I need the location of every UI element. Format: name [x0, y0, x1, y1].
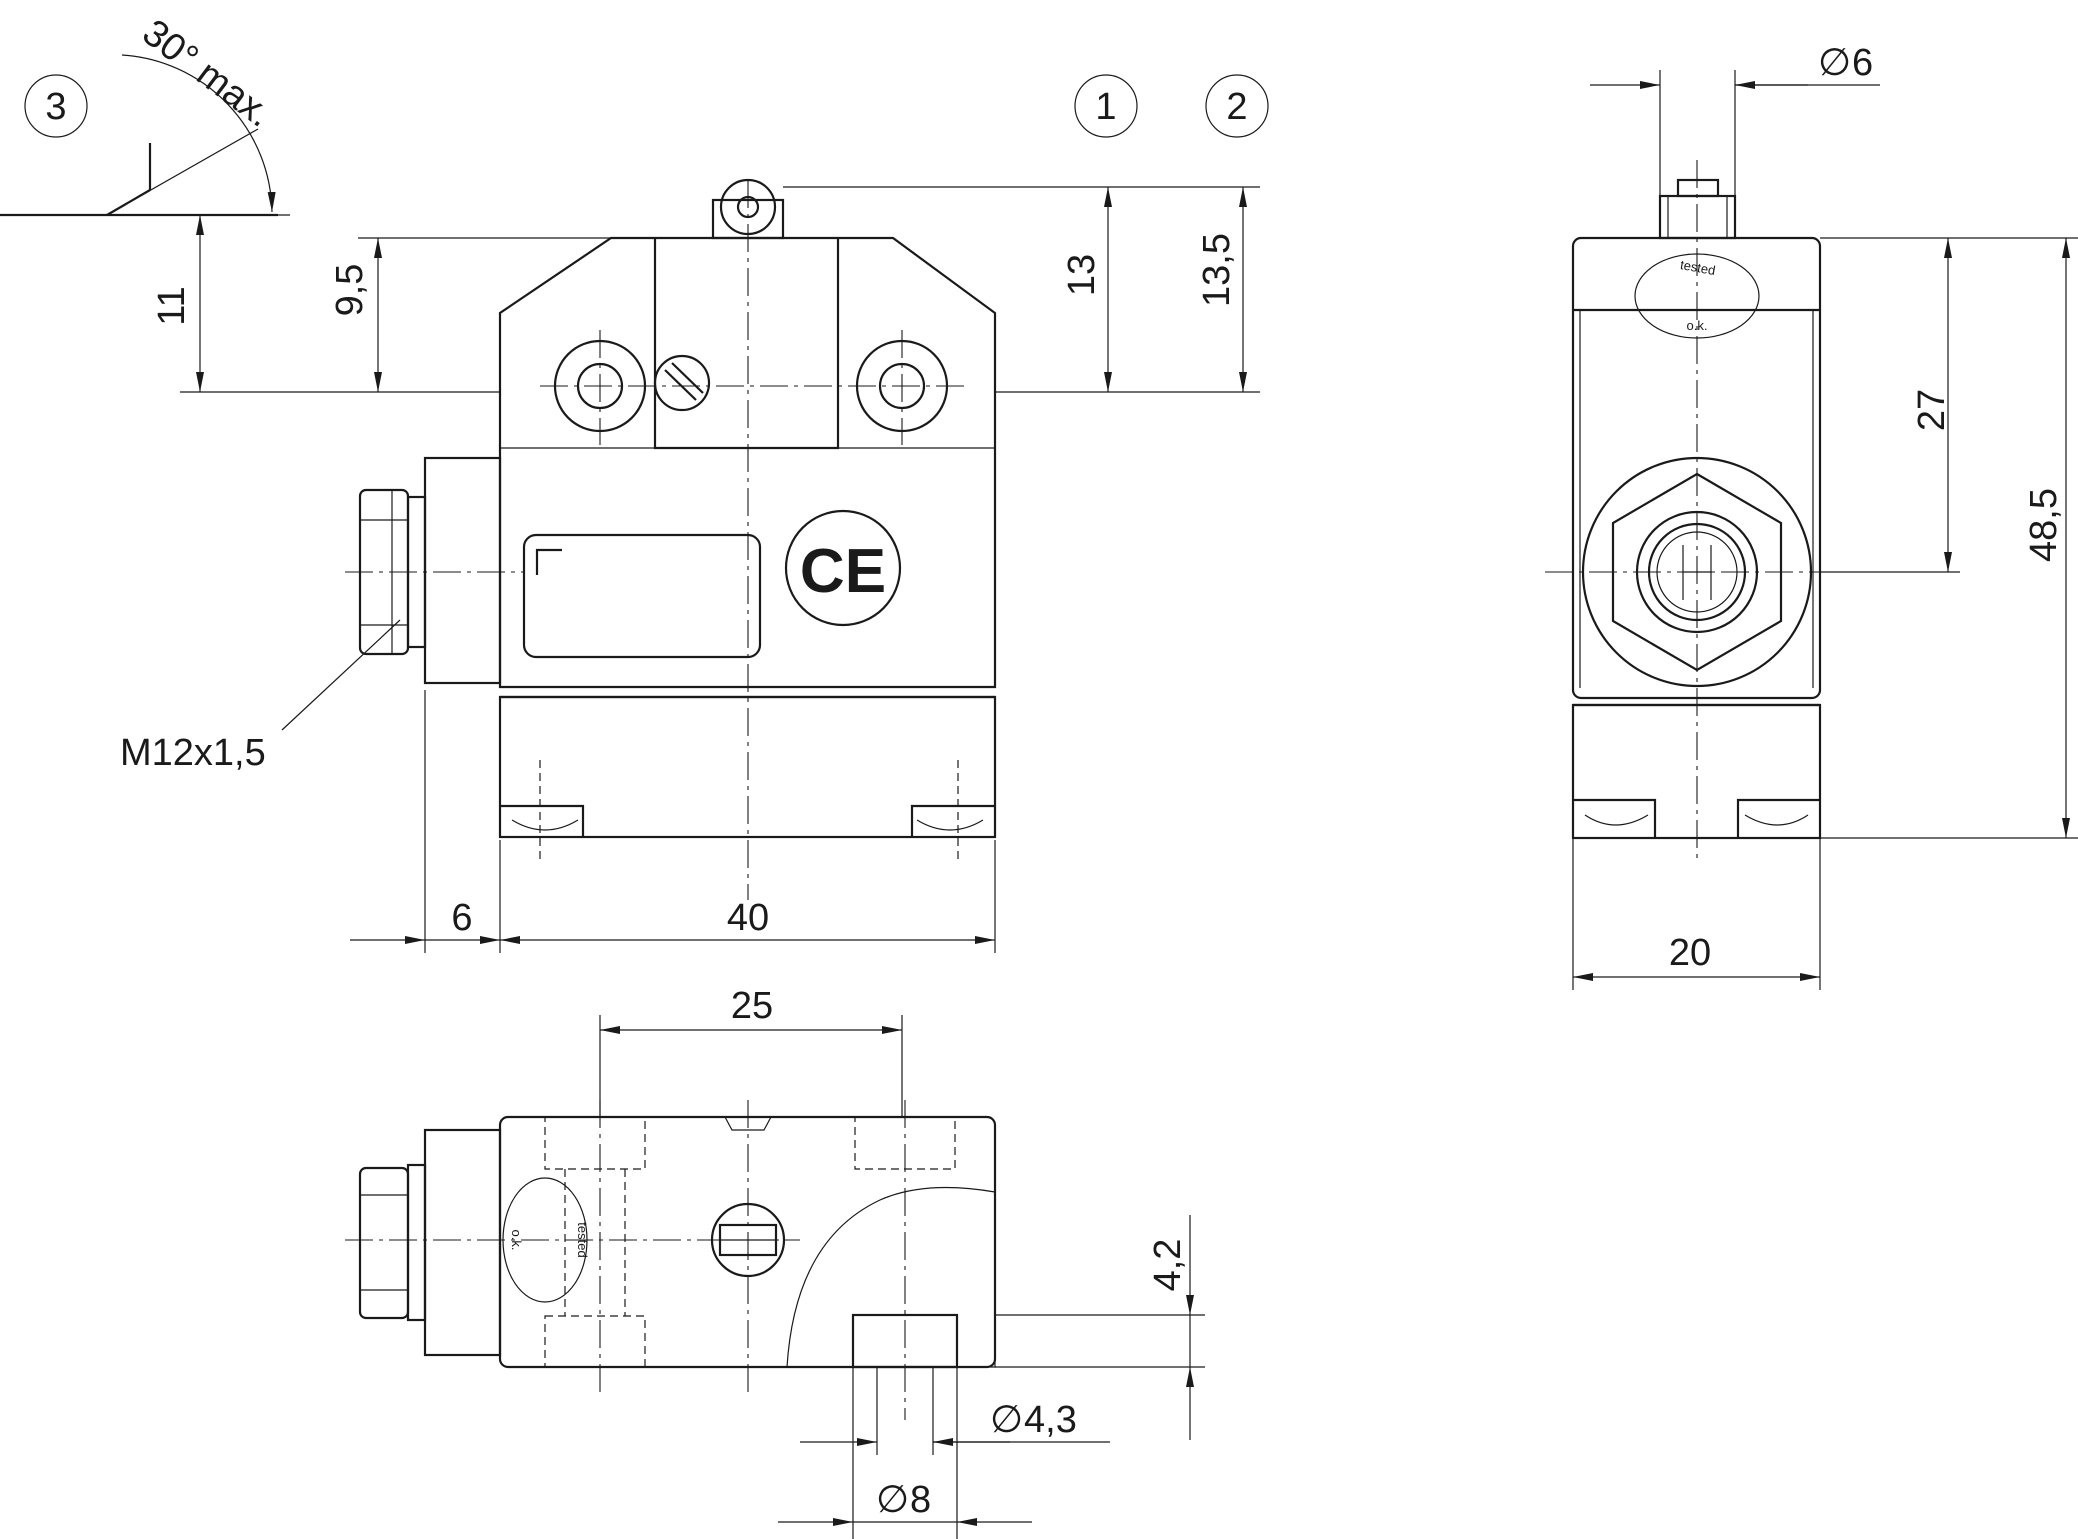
dim-6: 6	[451, 897, 472, 939]
dim-27: 27	[1911, 389, 1953, 431]
thread-label: M12x1,5	[120, 732, 266, 774]
callout-1-label: 1	[1095, 86, 1116, 128]
ce-mark	[784, 509, 902, 627]
callouts-top: 1 2	[1074, 74, 1269, 138]
front-dimensions: 11 9,5 13 13,5 6 40	[151, 186, 1260, 953]
dim-11: 11	[151, 286, 193, 325]
callout-2-label: 2	[1226, 86, 1247, 128]
top-dimensions: 25 4,2 ∅ 4,3 ∅ 8	[599, 985, 1205, 1539]
side-dimensions: ∅ 6 27 48,5 20	[1572, 42, 2078, 990]
phi-6-symbol: ∅	[1818, 42, 1851, 84]
dim-phi-8: 8	[910, 1479, 931, 1521]
dim-40: 40	[727, 897, 769, 939]
side-view: tested o.k.	[1545, 160, 1850, 860]
dim-phi-4-3: 4,3	[1024, 1399, 1077, 1441]
dim-20: 20	[1669, 932, 1711, 974]
dim-13: 13	[1061, 254, 1103, 296]
top-cable-gland	[358, 1128, 502, 1357]
angle-label: 30° max.	[135, 12, 280, 136]
label-window	[522, 533, 762, 659]
dim-9-5: 9,5	[329, 264, 371, 317]
dim-4-2: 4,2	[1147, 1239, 1189, 1292]
ok-text: o.k.	[1687, 318, 1708, 333]
phi-8-symbol: ∅	[876, 1479, 909, 1521]
dim-13-5: 13,5	[1196, 233, 1238, 307]
tested-text: tested	[1679, 257, 1716, 278]
phi-4-3-symbol: ∅	[990, 1399, 1023, 1441]
adjust-screw	[653, 354, 711, 412]
dim-25: 25	[731, 985, 773, 1027]
angle-arc	[121, 54, 276, 213]
ce-mark-text: CE	[800, 537, 886, 606]
callout-circle-2	[1205, 74, 1269, 138]
ok-text-top: o.k.	[509, 1230, 524, 1251]
dim-48-5: 48,5	[2023, 488, 2065, 562]
section-hatch	[786, 1186, 996, 1368]
top-view: tested o.k.	[345, 1100, 997, 1420]
front-view: CE M12x1,5	[120, 178, 997, 900]
callout-circle-3	[24, 74, 88, 138]
angle-detail: 3 30° max.	[0, 12, 280, 217]
callout-circle-1	[1074, 74, 1138, 138]
dim-phi-6: 6	[1852, 42, 1873, 84]
cable-gland	[358, 456, 502, 685]
callout-3-label: 3	[45, 86, 66, 128]
